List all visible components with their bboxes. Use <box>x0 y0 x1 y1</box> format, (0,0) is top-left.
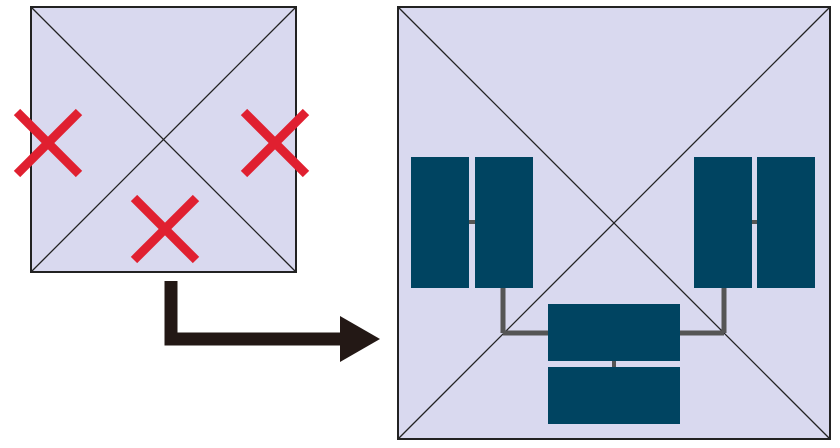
connector-lines <box>500 288 727 336</box>
cross-icon <box>240 108 310 178</box>
panel <box>411 157 469 288</box>
cross-icon <box>13 108 83 178</box>
panel-group-bottom <box>548 304 680 424</box>
small-box-group <box>13 6 310 273</box>
large-box-group <box>397 6 831 440</box>
small-box-diagonal-2 <box>30 6 297 273</box>
panel <box>694 157 752 288</box>
arrow-right-icon <box>164 281 380 362</box>
large-box-diagonal-2 <box>397 6 831 440</box>
panel <box>548 304 680 361</box>
panel-group-right <box>694 157 815 288</box>
panel <box>475 157 533 288</box>
panel <box>548 367 680 424</box>
cross-icon <box>130 194 200 264</box>
panel-group-left <box>411 157 533 288</box>
arrow-head <box>340 316 380 362</box>
arrow-shaft <box>164 281 342 346</box>
panel <box>757 157 815 288</box>
